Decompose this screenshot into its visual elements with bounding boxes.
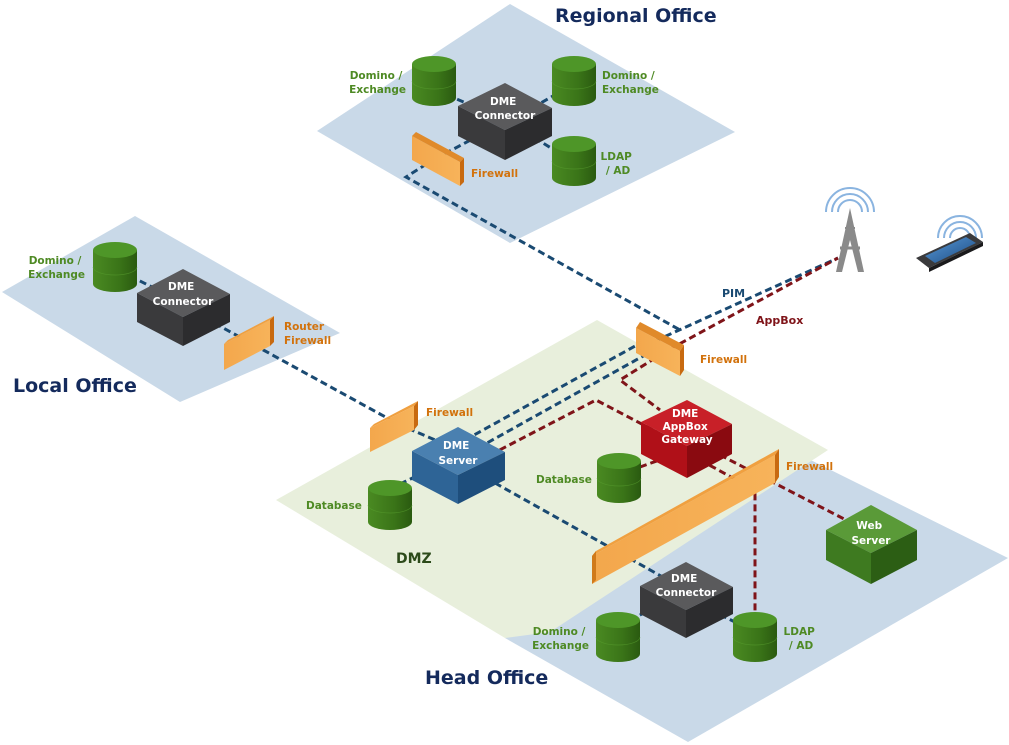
link-pim-to-tower (654, 256, 839, 343)
regional-storage-right-icon (551, 56, 597, 106)
local-office-title: Local Office (13, 375, 137, 397)
link-server-firewall-1 (464, 338, 647, 442)
local-connector-icon (137, 269, 230, 346)
link-server-head-connector (494, 481, 669, 582)
local-firewall-label: Router Firewall (284, 321, 331, 347)
regional-ldap-label: LDAP / AD (601, 151, 636, 177)
appbox-gateway-icon (641, 400, 732, 478)
dmz-right-firewall-icon (592, 449, 779, 584)
link-gateway-web (719, 453, 847, 522)
head-connector-label: DME Connector (656, 573, 717, 599)
local-storage-label: Domino / Exchange (28, 255, 85, 281)
dmz-server-database-label: Database (306, 500, 362, 512)
regional-storage-left-icon (411, 56, 457, 106)
dmz-right-firewall-label: Firewall (786, 461, 833, 473)
dmz-gateway-database-label: Database (536, 474, 592, 486)
local-connector-label: DME Connector (153, 281, 214, 308)
dmz-left-firewall-label: Firewall (426, 407, 473, 419)
head-connector-icon (640, 562, 733, 638)
local-firewall-icon (224, 316, 274, 370)
regional-connector-icon (458, 83, 552, 160)
link-server-appbox (489, 398, 658, 457)
head-ldap-icon (732, 612, 778, 662)
link-appbox-to-tower (669, 256, 839, 351)
head-storage-label: Domino / Exchange (532, 626, 589, 652)
regional-ldap-icon (551, 136, 597, 186)
appbox-gateway-label: DME AppBox Gateway (661, 408, 712, 446)
dmz-left-firewall-icon (370, 401, 418, 452)
regional-firewall-label: Firewall (471, 168, 518, 180)
regional-connector-label: DME Connector (475, 96, 536, 122)
dmz-top-firewall-icon (636, 322, 684, 376)
smartphone-icon (916, 215, 983, 272)
regional-storage-left-label: Domino / Exchange (349, 70, 406, 96)
dmz-label: DMZ (396, 551, 432, 567)
web-server-icon (826, 505, 917, 584)
dmz-gateway-database-icon (596, 453, 642, 503)
appbox-link-label: AppBox (756, 314, 803, 327)
web-server-label: Web Server (851, 520, 891, 547)
dme-server-label: DME Server (438, 440, 478, 467)
link-firewall-to-gateway (617, 350, 666, 412)
dmz-server-database-icon (367, 480, 413, 530)
local-storage-icon (92, 242, 138, 292)
head-storage-icon (595, 612, 641, 662)
regional-firewall-icon (412, 132, 464, 186)
dme-server-icon (412, 427, 505, 504)
regional-storage-right-label: Domino / Exchange (602, 70, 659, 96)
link-server-firewall-2 (477, 348, 655, 450)
link-gateway-ldap (699, 458, 757, 614)
head-ldap-label: LDAP / AD (784, 626, 819, 652)
pim-link-label: PIM (722, 287, 745, 300)
head-office-title: Head Office (425, 667, 548, 689)
regional-office-title: Regional Office (555, 5, 717, 27)
dmz-top-firewall-label: Firewall (700, 354, 747, 366)
cell-tower-icon (825, 187, 875, 272)
dmz-plane (276, 320, 828, 638)
